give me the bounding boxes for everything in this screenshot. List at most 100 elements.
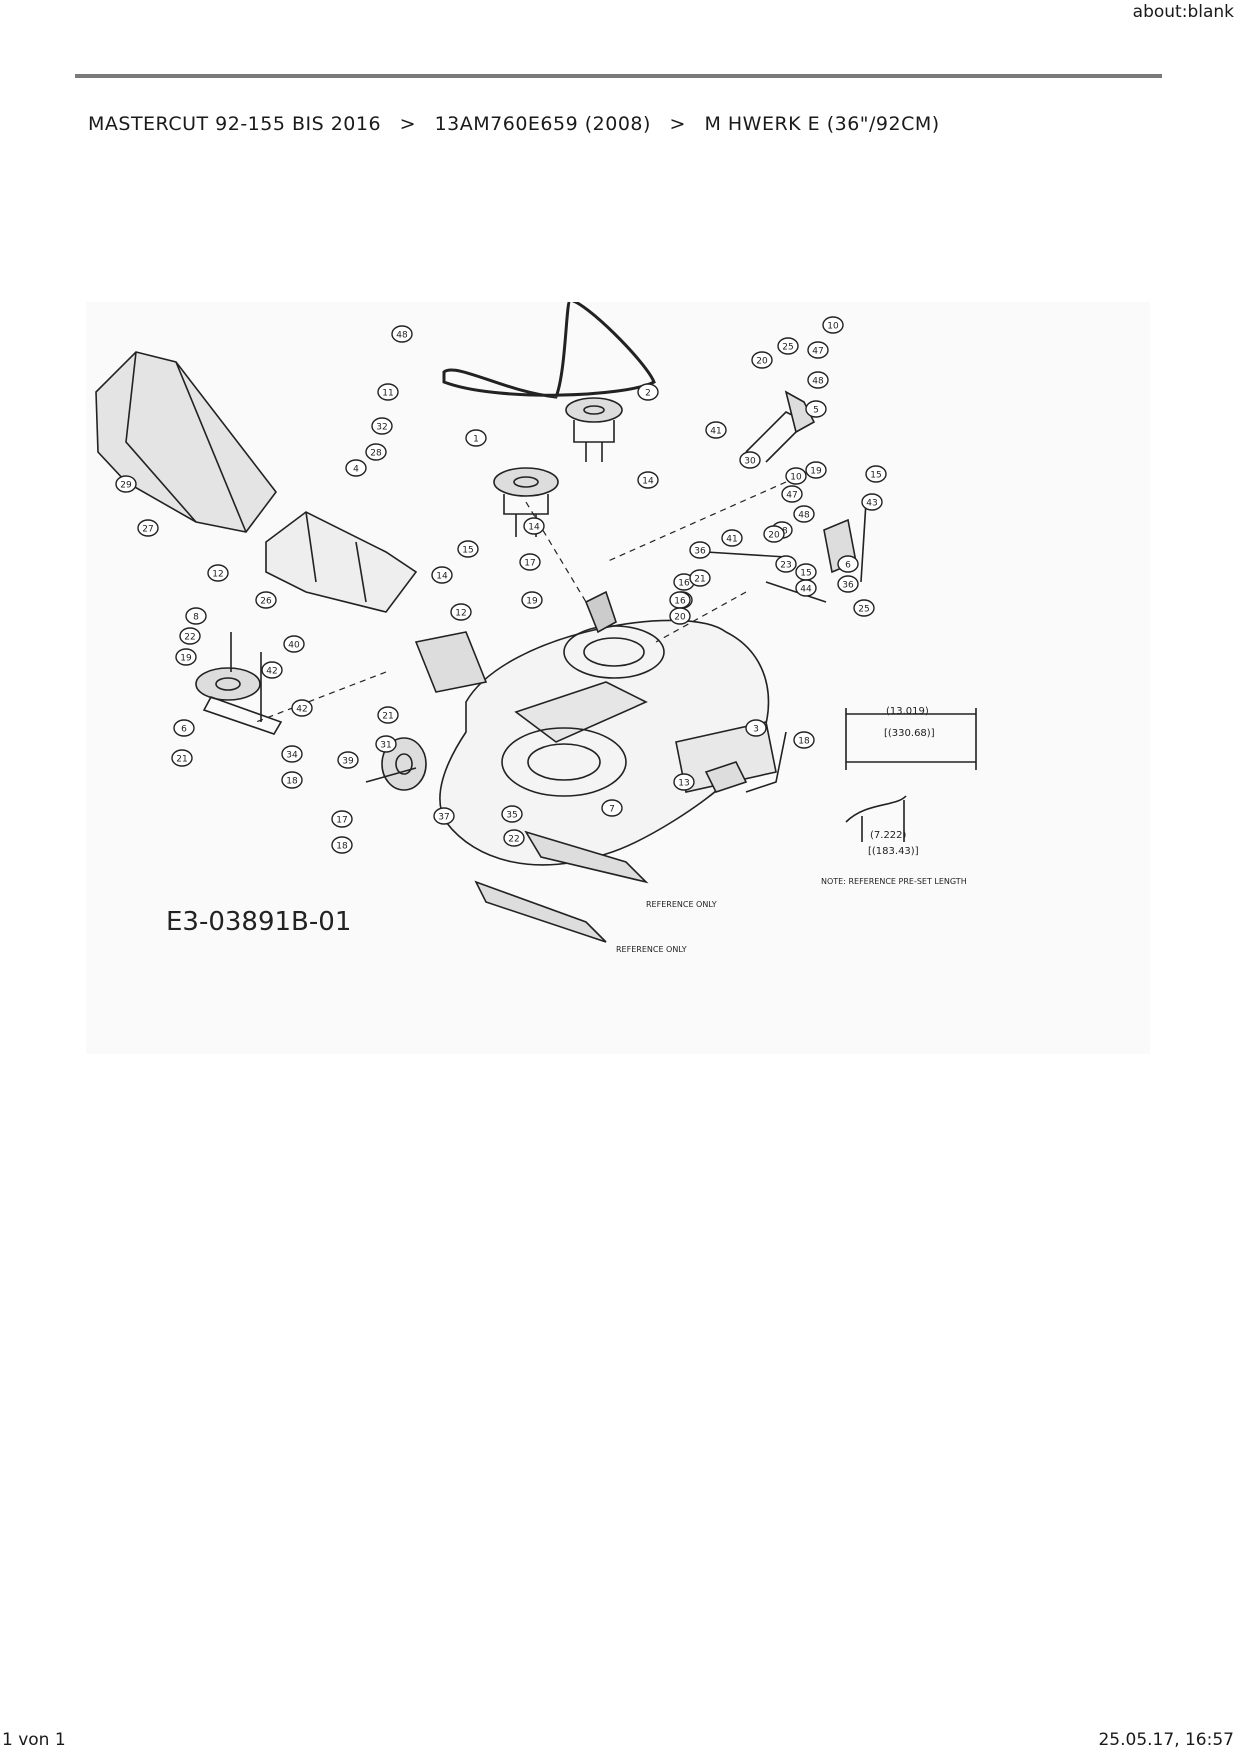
deflector-drawing (265, 511, 418, 613)
callout-bubble (377, 706, 399, 724)
mower-deck-drawing (414, 590, 777, 866)
callout-number: 11 (382, 389, 393, 399)
callout-bubble (137, 519, 159, 537)
breadcrumb-item-model-number[interactable]: 13AM760E659 (2008) (434, 113, 651, 135)
callout-bubble (763, 525, 785, 543)
callout-bubble (775, 555, 797, 573)
callout-number: 14 (528, 523, 540, 533)
callout-bubble (795, 579, 817, 597)
callout-number: 16 (674, 597, 686, 607)
dimension-label: (13.019) (886, 706, 929, 717)
callout-number: 10 (790, 473, 802, 483)
callout-number: 42 (266, 667, 277, 677)
callout-bubble (207, 564, 229, 582)
callout-number: 18 (798, 737, 810, 747)
callout-number: 6 (845, 561, 851, 571)
callout-number: 14 (642, 477, 654, 487)
callout-bubble (805, 461, 827, 479)
callout-bubble (807, 371, 829, 389)
callout-bubble (261, 661, 283, 679)
callout-bubble (523, 517, 545, 535)
callout-number: 48 (396, 331, 408, 341)
callout-number: 3 (753, 725, 759, 735)
callout-bubble (337, 751, 359, 769)
callout-number: 32 (376, 423, 387, 433)
callout-bubble (291, 699, 313, 717)
callout-bubble (345, 459, 367, 477)
callout-number: 20 (756, 357, 768, 367)
callout-bubble (689, 541, 711, 559)
callout-bubble (785, 467, 807, 485)
breadcrumb-separator: > (399, 113, 417, 135)
callout-bubble (637, 383, 659, 401)
callout-bubble (179, 627, 201, 645)
callout-number: 36 (842, 581, 854, 591)
reference-label: REFERENCE ONLY (616, 945, 687, 954)
callout-bubble (519, 553, 541, 571)
callout-bubble (431, 566, 453, 584)
callout-bubble (837, 575, 859, 593)
callout-number: 7 (609, 805, 615, 815)
callout-bubble (739, 451, 761, 469)
breadcrumb-separator: > (669, 113, 686, 135)
callout-number: 47 (786, 491, 797, 501)
callout-bubble (365, 443, 387, 461)
callout-number: 6 (181, 725, 187, 735)
callout-bubble (853, 599, 875, 617)
blade-drawing (474, 830, 649, 943)
callout-bubble (171, 749, 193, 767)
callout-number: 17 (336, 816, 347, 826)
discharge-chute-drawing (95, 351, 278, 533)
callout-bubble (805, 400, 827, 418)
callout-number: 12 (455, 609, 466, 619)
callout-bubble (865, 465, 887, 483)
callout-number: 26 (260, 597, 272, 607)
callout-number: 25 (782, 343, 793, 353)
guide-lines-drawing (255, 481, 787, 723)
figure-id: E3-03891B-01 (166, 907, 351, 937)
header-divider (75, 74, 1162, 78)
callout-bubble (637, 471, 659, 489)
callout-number: 14 (436, 572, 448, 582)
callout-number: 21 (176, 755, 187, 765)
callout-number: 25 (858, 605, 869, 615)
callout-bubble (371, 417, 393, 435)
dimension-label: [(330.68)] (884, 728, 935, 739)
callout-number: 21 (694, 575, 705, 585)
callout-number: 8 (193, 613, 199, 623)
breadcrumb-item-model-series[interactable]: MASTERCUT 92-155 BIS 2016 (88, 113, 382, 135)
callout-bubble (521, 591, 543, 609)
callout-number: 47 (812, 347, 823, 357)
callout-bubble (450, 603, 472, 621)
callout-number: 22 (508, 835, 519, 845)
callout-bubble (503, 829, 525, 847)
callout-number: 16 (678, 579, 690, 589)
callout-bubble (601, 799, 623, 817)
callout-number: 10 (827, 322, 839, 332)
callout-number: 18 (286, 777, 298, 787)
callout-bubble (781, 485, 803, 503)
callout-number: 12 (212, 570, 223, 580)
callout-number: 35 (506, 811, 517, 821)
callout-number: 21 (382, 712, 393, 722)
callout-number: 15 (800, 569, 811, 579)
callout-number: 40 (288, 641, 300, 651)
page-count: 1 von 1 (2, 1730, 66, 1750)
callout-number: 44 (800, 585, 812, 595)
callout-number: 42 (296, 705, 307, 715)
callout-number: 43 (866, 499, 877, 509)
callout-number: 15 (870, 471, 881, 481)
callout-bubble (777, 337, 799, 355)
callout-bubble (822, 316, 844, 334)
drive-belt-drawing (442, 302, 656, 399)
callout-bubble (793, 505, 815, 523)
dimension-label: (7.222) (870, 830, 907, 841)
lift-rod-drawing (704, 731, 787, 793)
callout-number: 22 (184, 633, 195, 643)
breadcrumb-item-section[interactable]: M HWERK E (36"/92CM) (704, 113, 940, 135)
dimension-drawing (845, 708, 977, 842)
callout-number: 4 (353, 465, 359, 475)
callout-bubble (283, 635, 305, 653)
callout-number: 27 (142, 525, 153, 535)
